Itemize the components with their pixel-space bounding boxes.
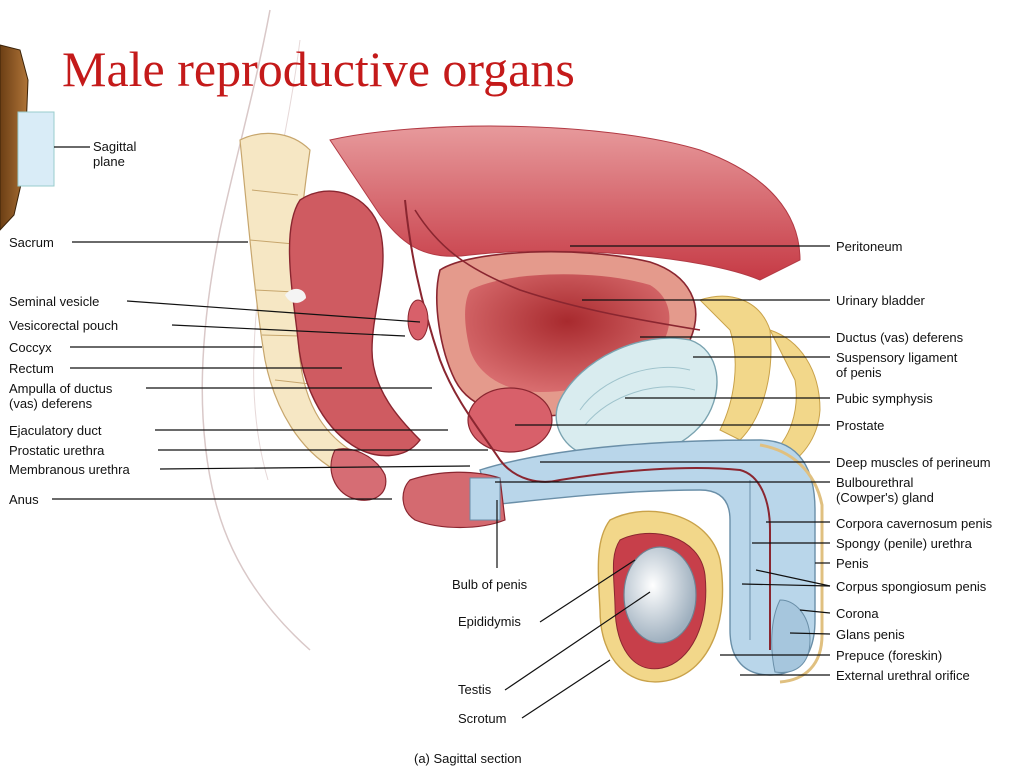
label-deep-muscles: Deep muscles of perineum xyxy=(836,455,991,470)
label-prostate: Prostate xyxy=(836,418,885,433)
leader-lines-left xyxy=(52,241,488,500)
anal-region xyxy=(330,448,387,501)
leader-lines-bottom xyxy=(496,500,651,719)
label-corpus-spongiosum: Corpus spongiosum penis xyxy=(836,579,987,594)
label-prostatic-urethra: Prostatic urethra xyxy=(9,443,105,458)
label-seminal-vesicle: Seminal vesicle xyxy=(9,294,100,309)
inset-head-figure xyxy=(0,44,90,231)
label-suspensory-ligament: Suspensory ligament of penis xyxy=(836,350,958,380)
label-scrotum: Scrotum xyxy=(458,711,507,726)
label-glans-penis: Glans penis xyxy=(836,627,905,642)
label-anus: Anus xyxy=(9,492,39,507)
bulb-of-penis-shape xyxy=(402,471,506,529)
label-coccyx: Coccyx xyxy=(9,340,52,355)
inset-sagittal-plane-label: Sagittal plane xyxy=(93,139,137,169)
label-rectum: Rectum xyxy=(9,361,54,376)
label-spongy-urethra: Spongy (penile) urethra xyxy=(836,536,972,551)
penis-shape xyxy=(479,439,824,684)
label-bulb-of-penis: Bulb of penis xyxy=(452,577,528,592)
prostate-shape xyxy=(467,387,553,453)
label-bulbourethral: Bulbourethral (Cowper's) gland xyxy=(836,475,934,505)
scrotum-testis xyxy=(597,510,724,683)
slide-title: Male reproductive organs xyxy=(62,41,575,97)
label-testis: Testis xyxy=(458,682,492,697)
label-ampulla: Ampulla of ductus (vas) deferens xyxy=(9,381,113,411)
label-urinary-bladder: Urinary bladder xyxy=(836,293,925,308)
label-sacrum: Sacrum xyxy=(9,235,54,250)
label-penis: Penis xyxy=(836,556,869,571)
label-peritoneum: Peritoneum xyxy=(836,239,903,254)
label-vesicorectal-pouch: Vesicorectal pouch xyxy=(9,318,119,333)
pelvic-cavity xyxy=(329,125,801,281)
rectum xyxy=(285,190,421,457)
label-corona: Corona xyxy=(836,606,879,621)
label-membranous-urethra: Membranous urethra xyxy=(9,462,130,477)
label-prepuce: Prepuce (foreskin) xyxy=(836,648,943,663)
label-corpora-cavernosum: Corpora cavernosum penis xyxy=(836,516,993,531)
label-ductus-deferens: Ductus (vas) deferens xyxy=(836,330,964,345)
label-ejaculatory-duct: Ejaculatory duct xyxy=(9,423,102,438)
label-external-urethral-orifice: External urethral orifice xyxy=(836,668,970,683)
ductus-and-urethra xyxy=(404,199,771,650)
label-epididymis: Epididymis xyxy=(458,614,521,629)
leader-lines-right xyxy=(495,245,831,676)
label-pubic-symphysis: Pubic symphysis xyxy=(836,391,933,406)
figure-caption: (a) Sagittal section xyxy=(414,751,522,766)
